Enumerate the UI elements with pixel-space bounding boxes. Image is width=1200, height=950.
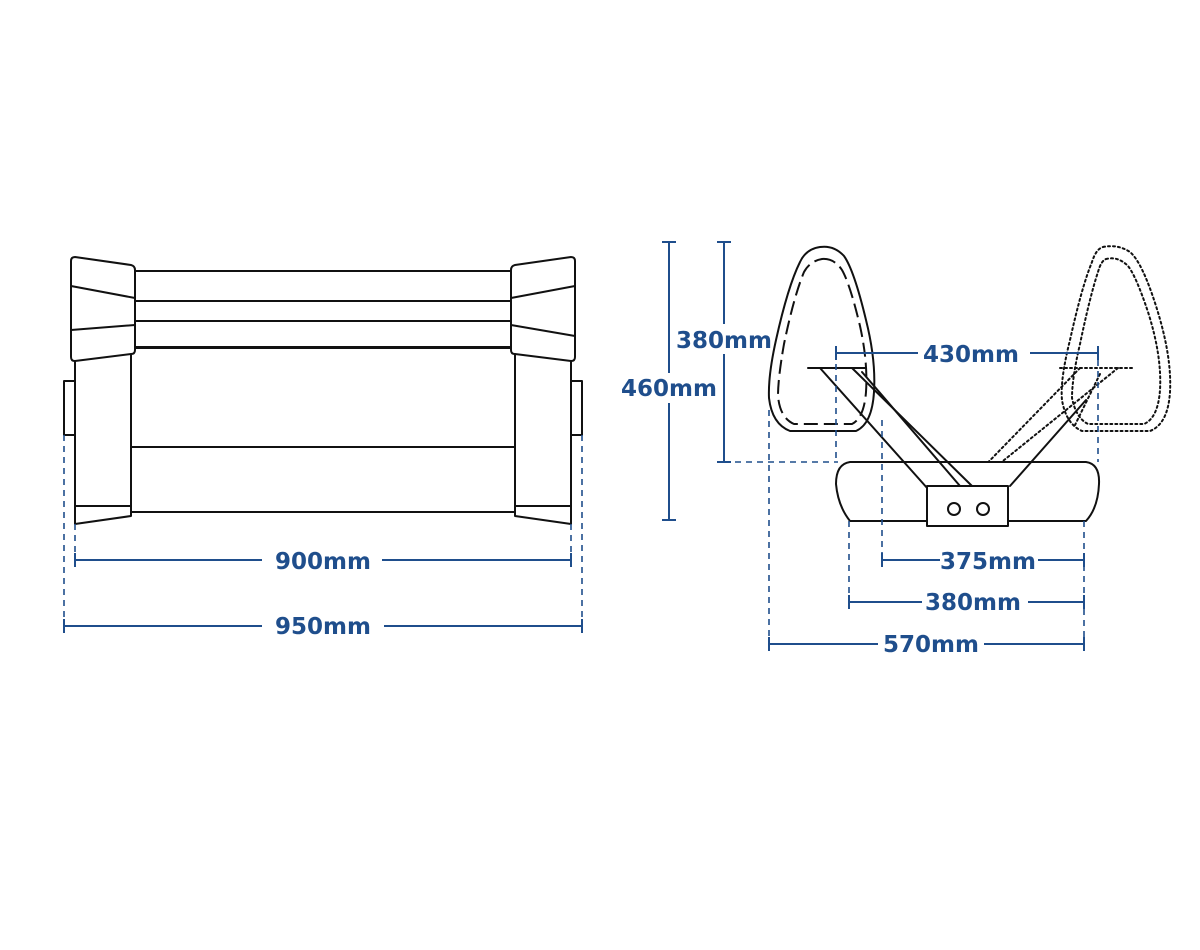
right-side-bracket	[570, 380, 583, 436]
front-view-dimensions: 900mm 950mm	[63, 435, 583, 640]
pivot-block	[926, 485, 1009, 527]
backrest-flipped-outline	[1060, 245, 1172, 432]
dim-label-flip-spacing: 430mm	[923, 342, 1019, 368]
backrest-middle-band	[134, 300, 512, 322]
side-view	[767, 245, 1172, 527]
pivot-hole-left	[947, 502, 961, 516]
left-side-bracket	[63, 380, 76, 436]
backrest-top-band	[134, 270, 512, 302]
dim-label-front-overall-width: 950mm	[275, 614, 371, 640]
backrest-side-outline	[767, 245, 876, 432]
pivot-hole-right	[976, 502, 990, 516]
dim-label-front-inner-width: 900mm	[275, 549, 371, 575]
backrest-side-inner	[776, 257, 868, 425]
side-view-dimensions: 460mm 380mm 430mm 375mm 380mm	[621, 241, 1099, 658]
dim-label-pivot-to-front: 375mm	[940, 549, 1036, 575]
dim-label-back-height: 380mm	[676, 328, 772, 354]
arm-front-bar	[819, 367, 929, 490]
backrest-flipped-inner	[1070, 257, 1162, 425]
left-armrest	[70, 256, 136, 362]
left-leg	[74, 351, 132, 525]
arm-rear-link	[1009, 399, 1087, 487]
right-armrest	[510, 256, 576, 362]
left-armrest-line-upper	[70, 285, 136, 299]
seat-front-panel	[130, 346, 516, 513]
right-armrest-line-upper	[510, 285, 576, 299]
front-view	[63, 256, 583, 525]
left-armrest-line-lower	[70, 324, 136, 331]
dim-label-overall-depth: 570mm	[883, 632, 979, 658]
right-armrest-line-lower	[510, 324, 576, 337]
dim-label-overall-height: 460mm	[621, 376, 717, 402]
right-leg	[514, 351, 572, 525]
arm-flipped-mid	[1074, 373, 1101, 426]
dim-label-seat-depth: 380mm	[925, 590, 1021, 616]
arm-inner-bar	[861, 371, 961, 487]
backrest-bottom-band	[134, 320, 512, 349]
arm-back-bar	[851, 367, 973, 487]
